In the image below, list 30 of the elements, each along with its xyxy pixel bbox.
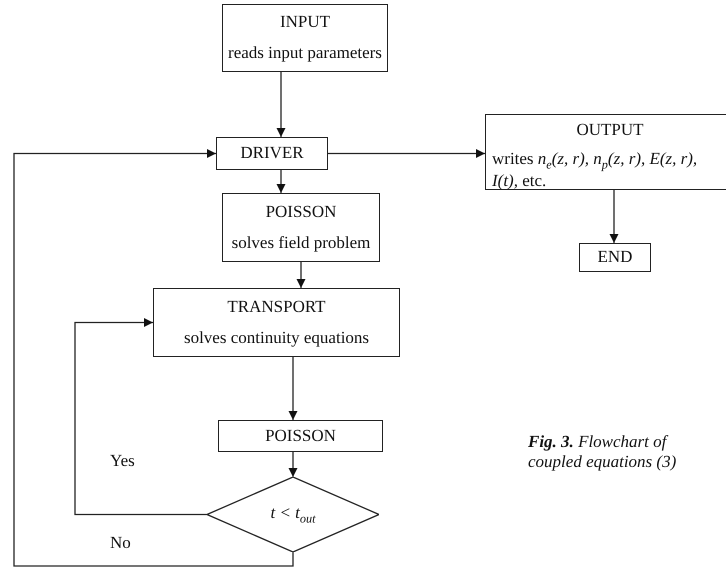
box-title: INPUT xyxy=(280,13,330,32)
box-text: writes n$_{e}$(z, r), n$_{p}$(z, r), E(z, r), I(t), etc. xyxy=(492,150,698,190)
arrow xyxy=(288,452,298,477)
box-text: solves continuity equations xyxy=(184,328,370,348)
arrow xyxy=(276,170,286,193)
box-title: DRIVER xyxy=(240,144,304,163)
arrow xyxy=(74,318,207,516)
box-title: POISSON xyxy=(265,426,336,446)
process-box xyxy=(218,420,383,452)
box-title: END xyxy=(598,248,632,267)
decision-diamond xyxy=(207,477,379,552)
box-text: solves field problem xyxy=(232,234,370,252)
figure-caption: Fig. 3. Flowchart of coupled equations (3) xyxy=(528,432,678,473)
arrow xyxy=(288,357,298,420)
box-text: reads input parameters xyxy=(228,44,382,63)
box-title: POISSON xyxy=(266,202,336,222)
process-box xyxy=(485,114,726,190)
arrow xyxy=(610,190,618,243)
process-box xyxy=(153,288,400,357)
process-box xyxy=(222,4,388,72)
process-box xyxy=(222,193,380,262)
process-box xyxy=(579,243,651,272)
process-box xyxy=(216,137,328,170)
box-title: t < t$_{out}$ xyxy=(270,504,316,526)
arrow xyxy=(13,149,294,567)
box-title: TRANSPORT xyxy=(227,298,326,316)
arrow xyxy=(276,72,286,137)
arrow xyxy=(296,262,306,288)
arrow xyxy=(328,149,485,158)
box-title: OUTPUT xyxy=(576,121,644,140)
